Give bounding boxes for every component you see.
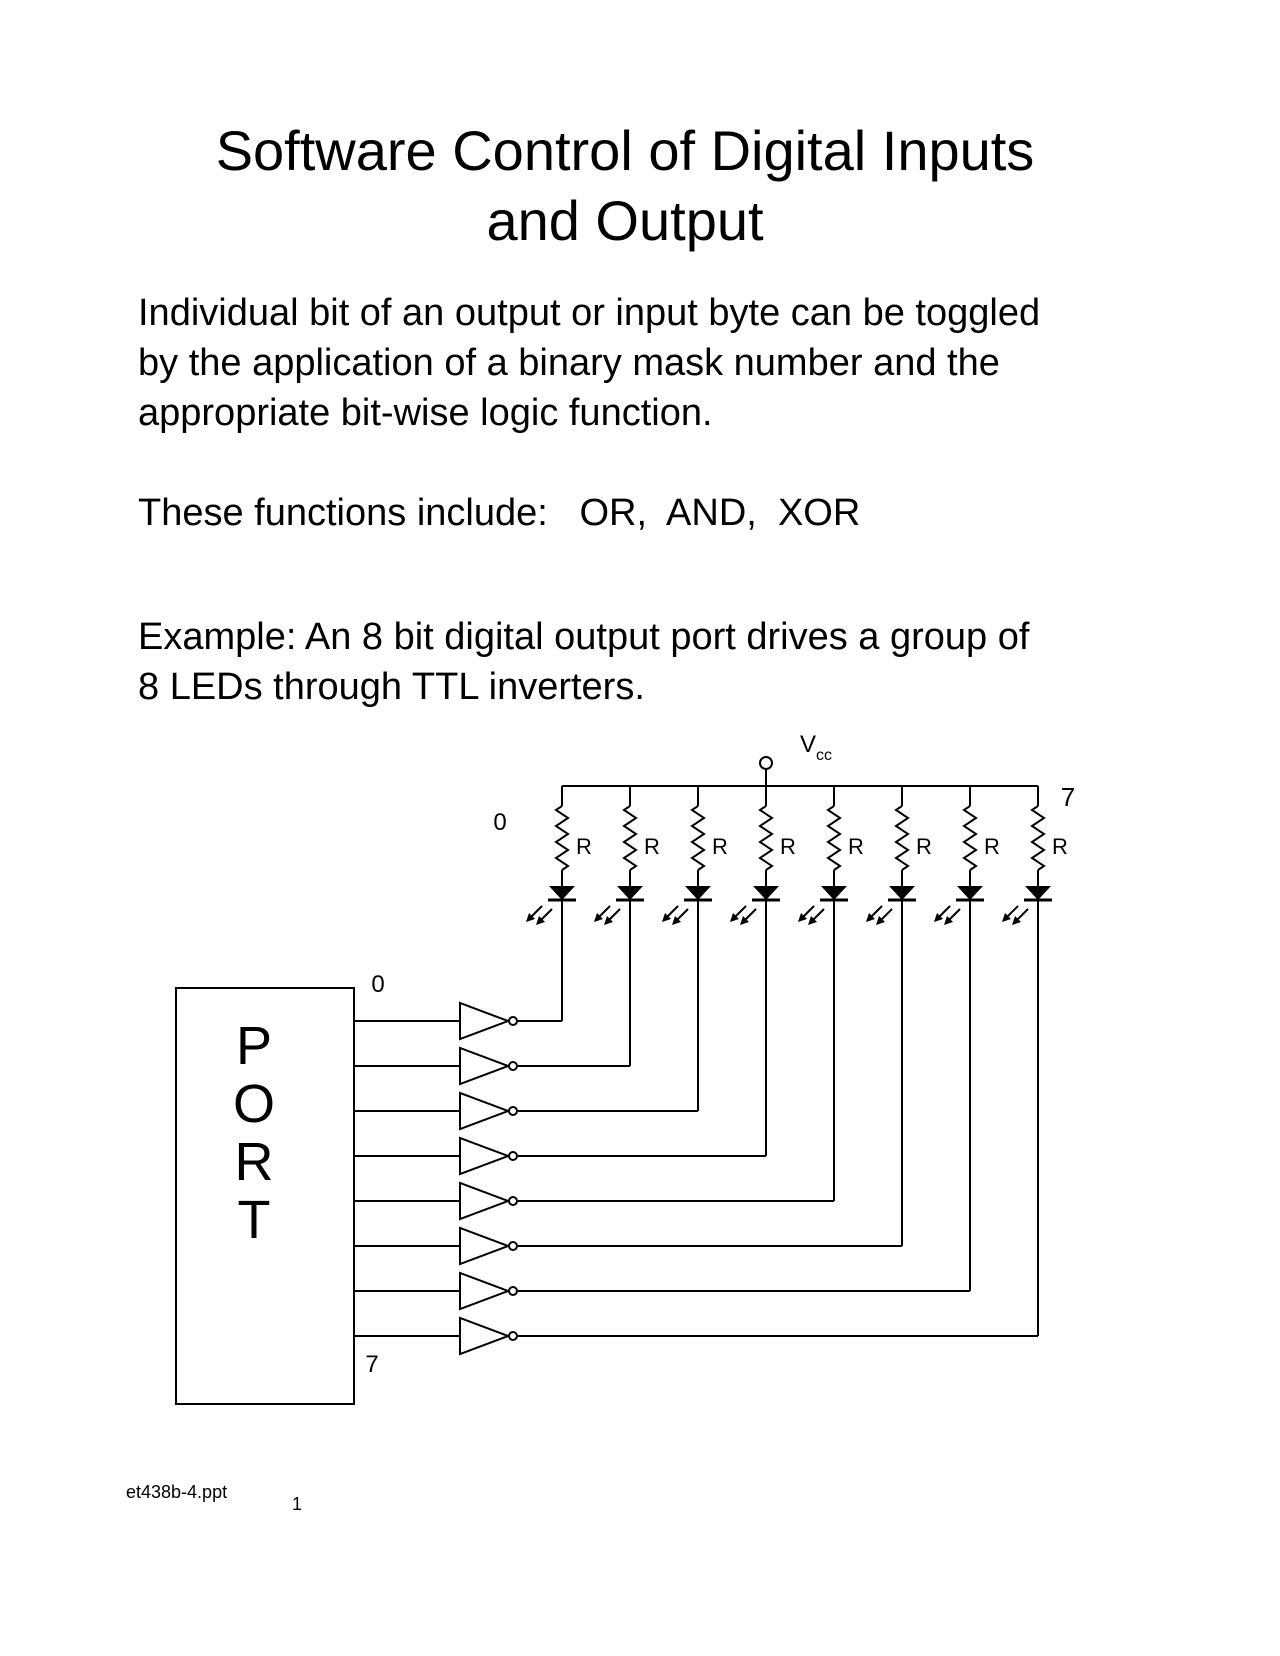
led-arrowhead: [526, 913, 535, 922]
led-arrowhead: [808, 916, 817, 925]
example-line-1: Example: An 8 bit digital output port dr…: [138, 616, 1030, 658]
inverter-icon: [459, 1136, 511, 1176]
led-bit-first-label: 0: [493, 809, 506, 836]
port-letter: P: [236, 1016, 272, 1076]
intro-line-2: by the application of a binary mask numb…: [138, 342, 1000, 384]
led-arrowhead: [1002, 913, 1011, 922]
vcc-terminal-icon: [759, 756, 773, 770]
page-number: 1: [292, 1494, 303, 1514]
example-line-2: 8 LEDs through TTL inverters.: [138, 666, 645, 708]
intro-paragraph: Individual bit of an output or input byt…: [138, 288, 1238, 438]
inverter-bubble: [508, 1016, 518, 1026]
led-arrowhead: [1012, 916, 1021, 925]
port-letter: R: [235, 1132, 274, 1192]
inverter-icon: [459, 1091, 511, 1131]
led-icon: [617, 886, 643, 900]
resistor-label: R: [576, 834, 592, 859]
led-arrowhead: [866, 913, 875, 922]
resistor-label: R: [984, 834, 1000, 859]
resistor-label: R: [916, 834, 932, 859]
resistor-icon: [554, 805, 570, 871]
functions-line: These functions include: OR, AND, XOR: [138, 492, 861, 534]
led-arrowhead: [604, 916, 613, 925]
led-arrowhead: [730, 913, 739, 922]
led-arrowhead: [672, 916, 681, 925]
led-arrowhead: [944, 916, 953, 925]
port-bit-last-label: 7: [365, 1351, 378, 1378]
inverter-icon: [459, 1316, 511, 1356]
resistor-icon: [894, 805, 910, 871]
vcc-label: V: [800, 731, 816, 758]
led-arrowhead: [662, 913, 671, 922]
schematic-wires: [354, 769, 1039, 1337]
resistor-label: R: [644, 834, 660, 859]
led-arrowhead: [798, 913, 807, 922]
inverter-icon: [459, 1271, 511, 1311]
led-bit-last-label: 7: [1061, 782, 1075, 812]
resistor-icon: [1030, 805, 1046, 871]
led-icon: [821, 886, 847, 900]
led-icon: [957, 886, 983, 900]
intro-line-3: appropriate bit-wise logic function.: [138, 392, 713, 434]
inverter-icon: [459, 1001, 511, 1041]
resistor-icon: [690, 805, 706, 871]
led-icon: [1025, 886, 1051, 900]
inverter-icon: [459, 1181, 511, 1221]
resistor-icon: [826, 805, 842, 871]
led-icon: [549, 886, 575, 900]
inverter-bubble: [508, 1151, 518, 1161]
led-icon: [685, 886, 711, 900]
title-line-2: and Output: [486, 189, 764, 252]
led-arrowhead: [594, 913, 603, 922]
inverter-bubble: [508, 1106, 518, 1116]
resistor-icon: [758, 805, 774, 871]
inverter-bubble: [508, 1286, 518, 1296]
schematic-symbols: [175, 756, 1052, 1405]
inverter-bubble: [508, 1061, 518, 1071]
inverter-bubble: [508, 1196, 518, 1206]
inverter-icon: [459, 1226, 511, 1266]
led-arrowhead: [934, 913, 943, 922]
led-arrowhead: [740, 916, 749, 925]
port-box: [175, 987, 355, 1405]
port-letter: T: [238, 1190, 271, 1250]
vcc-subscript-label: cc: [816, 747, 832, 764]
title-line-1: Software Control of Digital Inputs: [215, 119, 1035, 182]
intro-line-1: Individual bit of an output or input byt…: [138, 292, 1041, 334]
inverter-bubble: [508, 1331, 518, 1341]
port-bit-first-label: 0: [371, 971, 384, 998]
resistor-label: R: [848, 834, 864, 859]
inverter-icon: [459, 1046, 511, 1086]
led-icon: [753, 886, 779, 900]
led-arrowhead: [536, 916, 545, 925]
functions-paragraph: These functions include: OR, AND, XOR: [138, 488, 1238, 538]
led-arrowhead: [876, 916, 885, 925]
page-title: Software Control of Digital Inputs and O…: [0, 116, 1250, 256]
port-letter: O: [233, 1074, 275, 1134]
resistor-label: R: [1052, 834, 1068, 859]
example-paragraph: Example: An 8 bit digital output port dr…: [138, 612, 1238, 712]
resistor-icon: [622, 805, 638, 871]
led-icon: [889, 886, 915, 900]
resistor-label: R: [780, 834, 796, 859]
inverter-bubble: [508, 1241, 518, 1251]
resistor-label: R: [712, 834, 728, 859]
resistor-icon: [962, 805, 978, 871]
footer-filename: et438b-4.ppt: [126, 1482, 228, 1502]
